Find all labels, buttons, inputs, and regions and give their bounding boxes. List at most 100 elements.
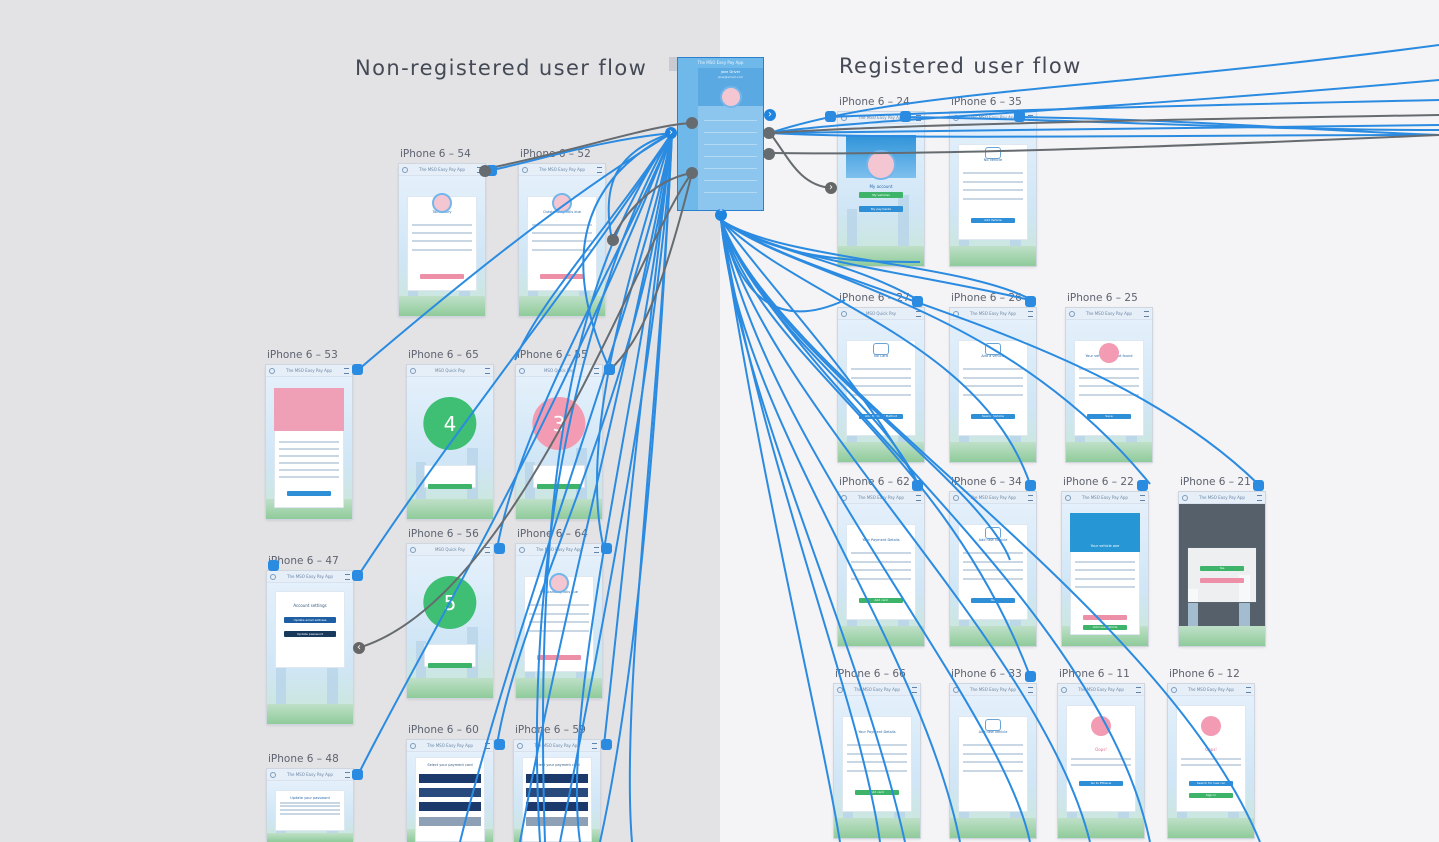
connector-node[interactable] xyxy=(900,111,911,122)
chevron-up-icon[interactable]: ˆ xyxy=(715,209,727,221)
visa-card-icon[interactable] xyxy=(419,773,481,783)
artboard-label[interactable]: iPhone 6 – 52 xyxy=(520,148,591,160)
artboard[interactable]: iPhone 6 – 62 The MSO Easy Pay App Your … xyxy=(838,476,924,646)
connector-node[interactable] xyxy=(686,167,698,179)
artboard[interactable]: iPhone 6 – 47 The MSO Easy Pay App Accou… xyxy=(267,555,353,724)
connector-node[interactable] xyxy=(268,560,279,571)
connector-node[interactable] xyxy=(1014,111,1025,122)
chevron-right-icon[interactable]: › xyxy=(764,109,776,121)
artboard[interactable]: iPhone 6 – 55 MSO Quick Pay 3 xyxy=(516,349,602,519)
primary-button[interactable]: Add Payment Method xyxy=(858,413,904,419)
artboard[interactable]: iPhone 6 – 59 The MSO Easy Pay App Selec… xyxy=(514,724,600,842)
artboard-label[interactable]: iPhone 6 – 62 xyxy=(839,476,910,488)
connector-node[interactable] xyxy=(1253,480,1264,491)
update-password-button[interactable]: Update password xyxy=(284,630,336,637)
primary-button[interactable]: Yes xyxy=(970,597,1016,603)
artboard[interactable]: iPhone 6 – 64 The MSO Easy Pay App Outst… xyxy=(516,528,602,698)
update-email-button[interactable]: Update email address xyxy=(284,616,336,623)
artboard-label[interactable]: iPhone 6 – 35 xyxy=(951,96,1022,108)
visa-card-icon[interactable] xyxy=(419,816,481,826)
artboard-label[interactable]: iPhone 6 – 64 xyxy=(517,528,588,540)
secondary-button[interactable]: Sign in xyxy=(1188,792,1234,798)
artboard[interactable]: iPhone 6 – 52 The MSO Easy Pay App Outst… xyxy=(519,148,605,316)
artboard-label[interactable]: iPhone 6 – 24 xyxy=(839,96,910,108)
connector-node[interactable] xyxy=(494,739,505,750)
connector-node[interactable] xyxy=(494,543,505,554)
primary-button[interactable]: Add card xyxy=(854,789,900,795)
primary-button[interactable]: Search for new car xyxy=(1188,781,1234,787)
my-vehicles-button[interactable]: My vehicles xyxy=(858,192,904,199)
artboard-label[interactable]: iPhone 6 – 12 xyxy=(1169,668,1240,680)
primary-button[interactable]: Save xyxy=(1086,413,1132,419)
artboard[interactable]: iPhone 6 – 24 The MSO Easy Pay App My ac… xyxy=(838,96,924,266)
menu-artboard[interactable]: The MSO Easy Pay App Jane Driver jane@em… xyxy=(669,57,764,211)
connector-node[interactable] xyxy=(912,296,923,307)
artboard[interactable]: iPhone 6 – 56 MSO Quick Pay 5 xyxy=(407,528,493,698)
connector-node[interactable] xyxy=(1025,480,1036,491)
artboard[interactable]: iPhone 6 – 66 The MSO Easy Pay App Your … xyxy=(834,668,920,838)
primary-button[interactable]: Go to Eflow.ie xyxy=(1078,781,1124,787)
artboard-label[interactable]: iPhone 6 – 55 xyxy=(517,349,588,361)
artboard-label[interactable]: iPhone 6 – 48 xyxy=(268,753,339,765)
connector-node[interactable] xyxy=(686,117,698,129)
my-payments-button[interactable]: My payments xyxy=(858,206,904,213)
artboard[interactable]: iPhone 6 – 48 The MSO Easy Pay App Updat… xyxy=(267,753,353,842)
artboard-label[interactable]: iPhone 6 – 47 xyxy=(268,555,339,567)
artboard-label[interactable]: iPhone 6 – 11 xyxy=(1059,668,1130,680)
connector-node[interactable] xyxy=(352,364,363,375)
connector-node[interactable] xyxy=(486,165,497,176)
artboard-label[interactable]: iPhone 6 – 33 xyxy=(951,668,1022,680)
artboard[interactable]: iPhone 6 – 21 The MSO Easy Pay App Yes xyxy=(1179,476,1265,646)
artboard-label[interactable]: iPhone 6 – 59 xyxy=(515,724,586,736)
artboard-label[interactable]: iPhone 6 – 56 xyxy=(408,528,479,540)
primary-button[interactable]: Search Vehicle xyxy=(970,413,1016,419)
primary-button[interactable]: Add Vehicle xyxy=(970,217,1016,223)
artboard[interactable]: iPhone 6 – 22 The MSO Easy Pay App Your … xyxy=(1062,476,1148,646)
artboard[interactable]: iPhone 6 – 33 The MSO Easy Pay App Add n… xyxy=(950,668,1036,838)
artboard-label[interactable]: iPhone 6 – 34 xyxy=(951,476,1022,488)
connector-node[interactable] xyxy=(763,127,775,139)
connector-node[interactable] xyxy=(607,234,619,246)
visa-card-icon[interactable] xyxy=(419,788,481,797)
artboard-label[interactable]: iPhone 6 – 66 xyxy=(835,668,906,680)
connector-node[interactable] xyxy=(825,111,836,122)
connector-node[interactable] xyxy=(912,480,923,491)
connector-node[interactable] xyxy=(601,543,612,554)
artboard[interactable]: iPhone 6 – 27 MSO Quick Pay No Card Add … xyxy=(838,292,924,462)
artboard[interactable]: iPhone 6 – 53 The MSO Easy Pay App xyxy=(266,349,352,519)
artboard[interactable]: iPhone 6 – 11 The MSO Easy Pay App Oops!… xyxy=(1058,668,1144,838)
chevron-right-icon[interactable]: › xyxy=(825,182,837,194)
artboard-label[interactable]: iPhone 6 – 22 xyxy=(1063,476,1134,488)
artboard-label[interactable]: iPhone 6 – 25 xyxy=(1067,292,1138,304)
chevron-left-icon[interactable]: ‹ xyxy=(353,642,365,654)
artboard[interactable]: iPhone 6 – 34 The MSO Easy Pay App Add n… xyxy=(950,476,1036,646)
artboard-label[interactable]: iPhone 6 – 26 xyxy=(951,292,1022,304)
artboard-label[interactable]: iPhone 6 – 53 xyxy=(267,349,338,361)
artboard[interactable]: iPhone 6 – 60 The MSO Easy Pay App Selec… xyxy=(407,724,493,842)
artboard-label[interactable]: iPhone 6 – 21 xyxy=(1180,476,1251,488)
add-vehicle-button[interactable]: Add new vehicle xyxy=(1082,624,1128,630)
visa-card-icon[interactable] xyxy=(419,802,481,812)
artboard-label[interactable]: iPhone 6 – 27 xyxy=(839,292,910,304)
primary-button[interactable]: Add card xyxy=(858,597,904,603)
artboard[interactable]: iPhone 6 – 12 The MSO Easy Pay App Oops!… xyxy=(1168,668,1254,838)
artboard-label[interactable]: iPhone 6 – 54 xyxy=(400,148,471,160)
visa-card-icon[interactable] xyxy=(526,788,588,797)
connector-node[interactable] xyxy=(352,570,363,581)
artboard-label[interactable]: iPhone 6 – 60 xyxy=(408,724,479,736)
artboard[interactable]: iPhone 6 – 65 MSO Quick Pay 4 xyxy=(407,349,493,519)
visa-card-icon[interactable] xyxy=(526,773,588,783)
chevron-right-icon[interactable]: › xyxy=(665,127,677,139)
connector-node[interactable] xyxy=(352,769,363,780)
yes-button[interactable]: Yes xyxy=(1199,566,1245,572)
artboard[interactable]: iPhone 6 – 26 The MSO Easy Pay App Add a… xyxy=(950,292,1036,462)
connector-node[interactable] xyxy=(604,364,615,375)
artboard-label[interactable]: iPhone 6 – 65 xyxy=(408,349,479,361)
artboard[interactable]: iPhone 6 – 35 The MSO Easy Pay App No Ve… xyxy=(950,96,1036,266)
artboard[interactable]: iPhone 6 – 25 The MSO Easy Pay App Your … xyxy=(1066,292,1152,462)
artboard[interactable]: iPhone 6 – 54 The MSO Easy Pay App Toll … xyxy=(399,148,485,316)
visa-card-icon[interactable] xyxy=(526,802,588,812)
visa-card-icon[interactable] xyxy=(526,816,588,826)
connector-node[interactable] xyxy=(1025,671,1036,682)
connector-node[interactable] xyxy=(763,148,775,160)
